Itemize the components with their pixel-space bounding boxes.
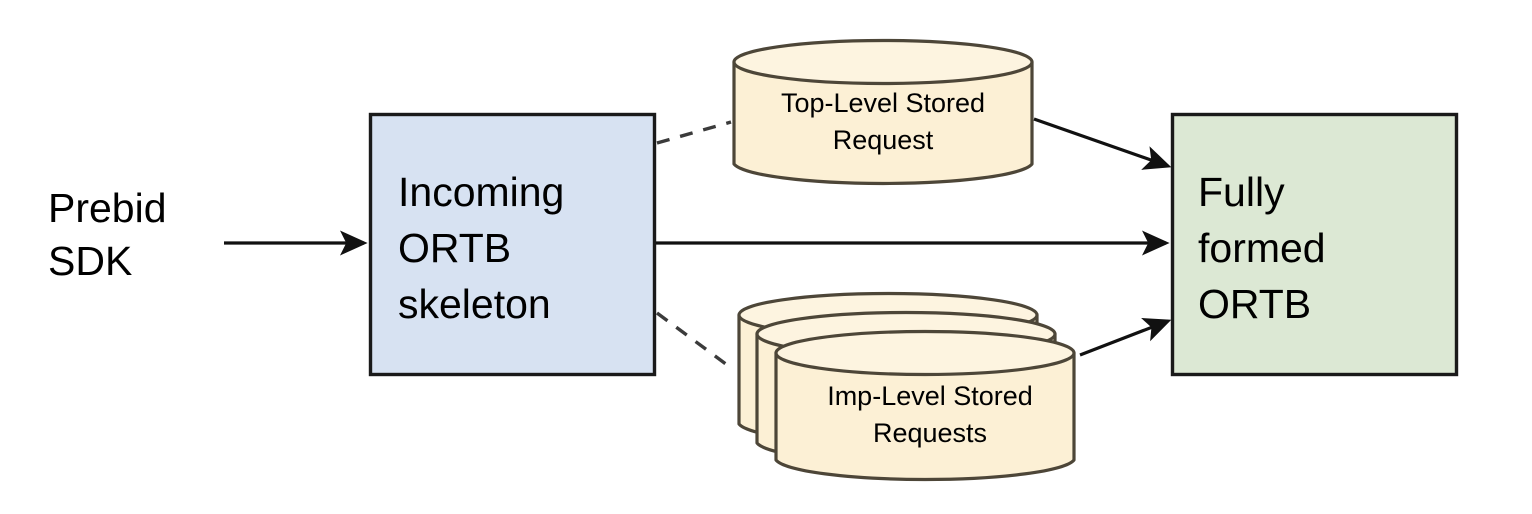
edge-top-store-to-output [1033, 117, 1172, 170]
node-incoming-ortb-skeleton[interactable] [368, 112, 657, 377]
imp-store-cylinder-front [774, 329, 1076, 482]
node-imp-level-stored-requests[interactable] [737, 291, 1076, 482]
node-fully-formed-ortb[interactable] [1170, 112, 1459, 377]
node-top-level-stored-request[interactable] [732, 38, 1034, 186]
edge-imp-store-to-output [1079, 318, 1172, 357]
edge-incoming-to-imp-store [655, 311, 736, 372]
edge-incoming-to-top-store [656, 120, 732, 145]
top-store-cylinder-top [732, 38, 1034, 86]
